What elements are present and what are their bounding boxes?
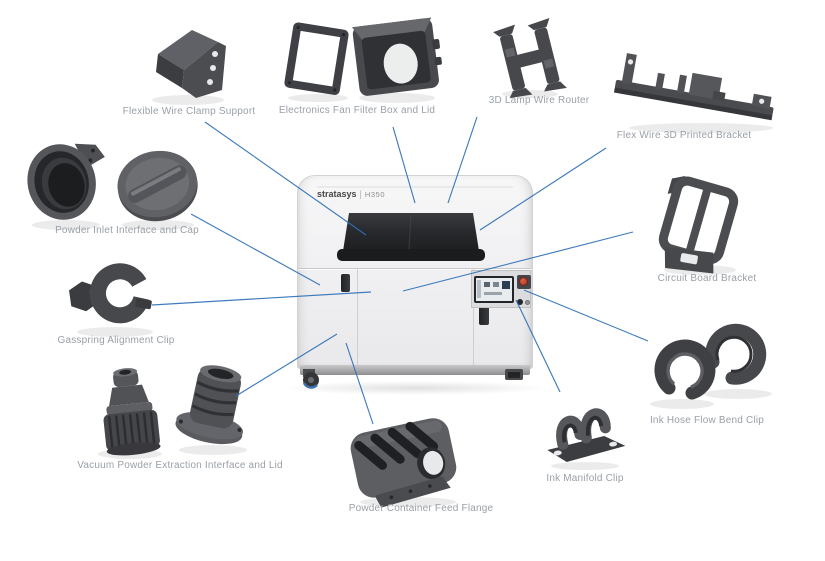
ink-manifold-clip-image <box>538 396 632 474</box>
power-button <box>517 299 523 305</box>
ui-sidebar <box>477 280 481 298</box>
touchscreen <box>474 276 514 303</box>
casters <box>302 369 523 389</box>
flexible-wire-clamp-support-image <box>136 20 240 108</box>
printer-logo: stratasys|H350 <box>317 189 385 199</box>
brand-wordmark: stratasys <box>317 189 357 199</box>
ui-tile-2 <box>493 282 499 287</box>
caster-right-icon <box>505 369 523 380</box>
ui-tile-1 <box>484 282 490 287</box>
left-door-handle <box>341 274 350 292</box>
right-door-handle <box>479 306 489 325</box>
part-label-powder-inlet-interface-and-cap: Powder Inlet Interface and Cap <box>55 225 199 236</box>
part-label-powder-container-feed-flange: Powder Container Feed Flange <box>348 503 494 514</box>
printer-base <box>300 365 530 375</box>
electronics-fan-filter-box-image <box>348 10 446 106</box>
key-switch <box>525 300 530 305</box>
logo-divider: | <box>359 189 362 199</box>
part-label-ink-hose-flow-bend-clip: Ink Hose Flow Bend Clip <box>649 415 765 426</box>
part-label-circuit-board-bracket: Circuit Board Bracket <box>657 273 757 284</box>
touchscreen-ui <box>476 278 512 301</box>
panel-seam-horizontal <box>298 268 532 269</box>
printer-illustration: stratasys|H350 <box>279 175 551 397</box>
electronics-fan-filter-frame-image <box>278 20 358 104</box>
panel-seam-right <box>473 269 474 366</box>
emergency-stop-button <box>519 277 528 286</box>
ink-hose-flow-bend-clip-image <box>632 310 782 414</box>
flex-wire-bracket-image <box>606 38 790 138</box>
part-label-flexible-wire-clamp-support: Flexible Wire Clamp Support <box>122 106 256 117</box>
control-panel <box>471 270 531 308</box>
part-label-3d-lamp-wire-router: 3D Lamp Wire Router <box>488 95 590 106</box>
powder-inlet-interface-image <box>18 133 114 233</box>
ui-status-bar <box>484 292 502 295</box>
vacuum-extraction-lid-image <box>88 366 172 462</box>
powder-inlet-cap-image <box>110 143 206 233</box>
leader-line-ink-hose-clip <box>523 289 649 342</box>
powder-container-feed-flange-image <box>338 410 478 510</box>
lamp-wire-router-image <box>488 18 572 102</box>
part-label-ink-manifold-clip: Ink Manifold Clip <box>546 473 624 484</box>
part-label-electronics-fan-filter-box-and-lid: Electronics Fan Filter Box and Lid <box>278 105 436 116</box>
gasspring-alignment-clip-image <box>58 256 177 340</box>
panel-seam-left <box>357 269 358 366</box>
model-number: H350 <box>364 190 386 199</box>
vacuum-extraction-interface-image <box>168 362 258 458</box>
ui-tile-dark <box>502 281 510 289</box>
part-label-gasspring-alignment-clip: Gasspring Alignment Clip <box>57 335 175 346</box>
part-label-vacuum-powder-extraction-interface-and-lid: Vacuum Powder Extraction Interface and L… <box>77 460 283 471</box>
circuit-board-bracket-image <box>638 175 768 278</box>
part-label-flex-wire-3d-printed-bracket: Flex Wire 3D Printed Bracket <box>616 130 752 141</box>
caster-left-icon <box>302 369 319 389</box>
